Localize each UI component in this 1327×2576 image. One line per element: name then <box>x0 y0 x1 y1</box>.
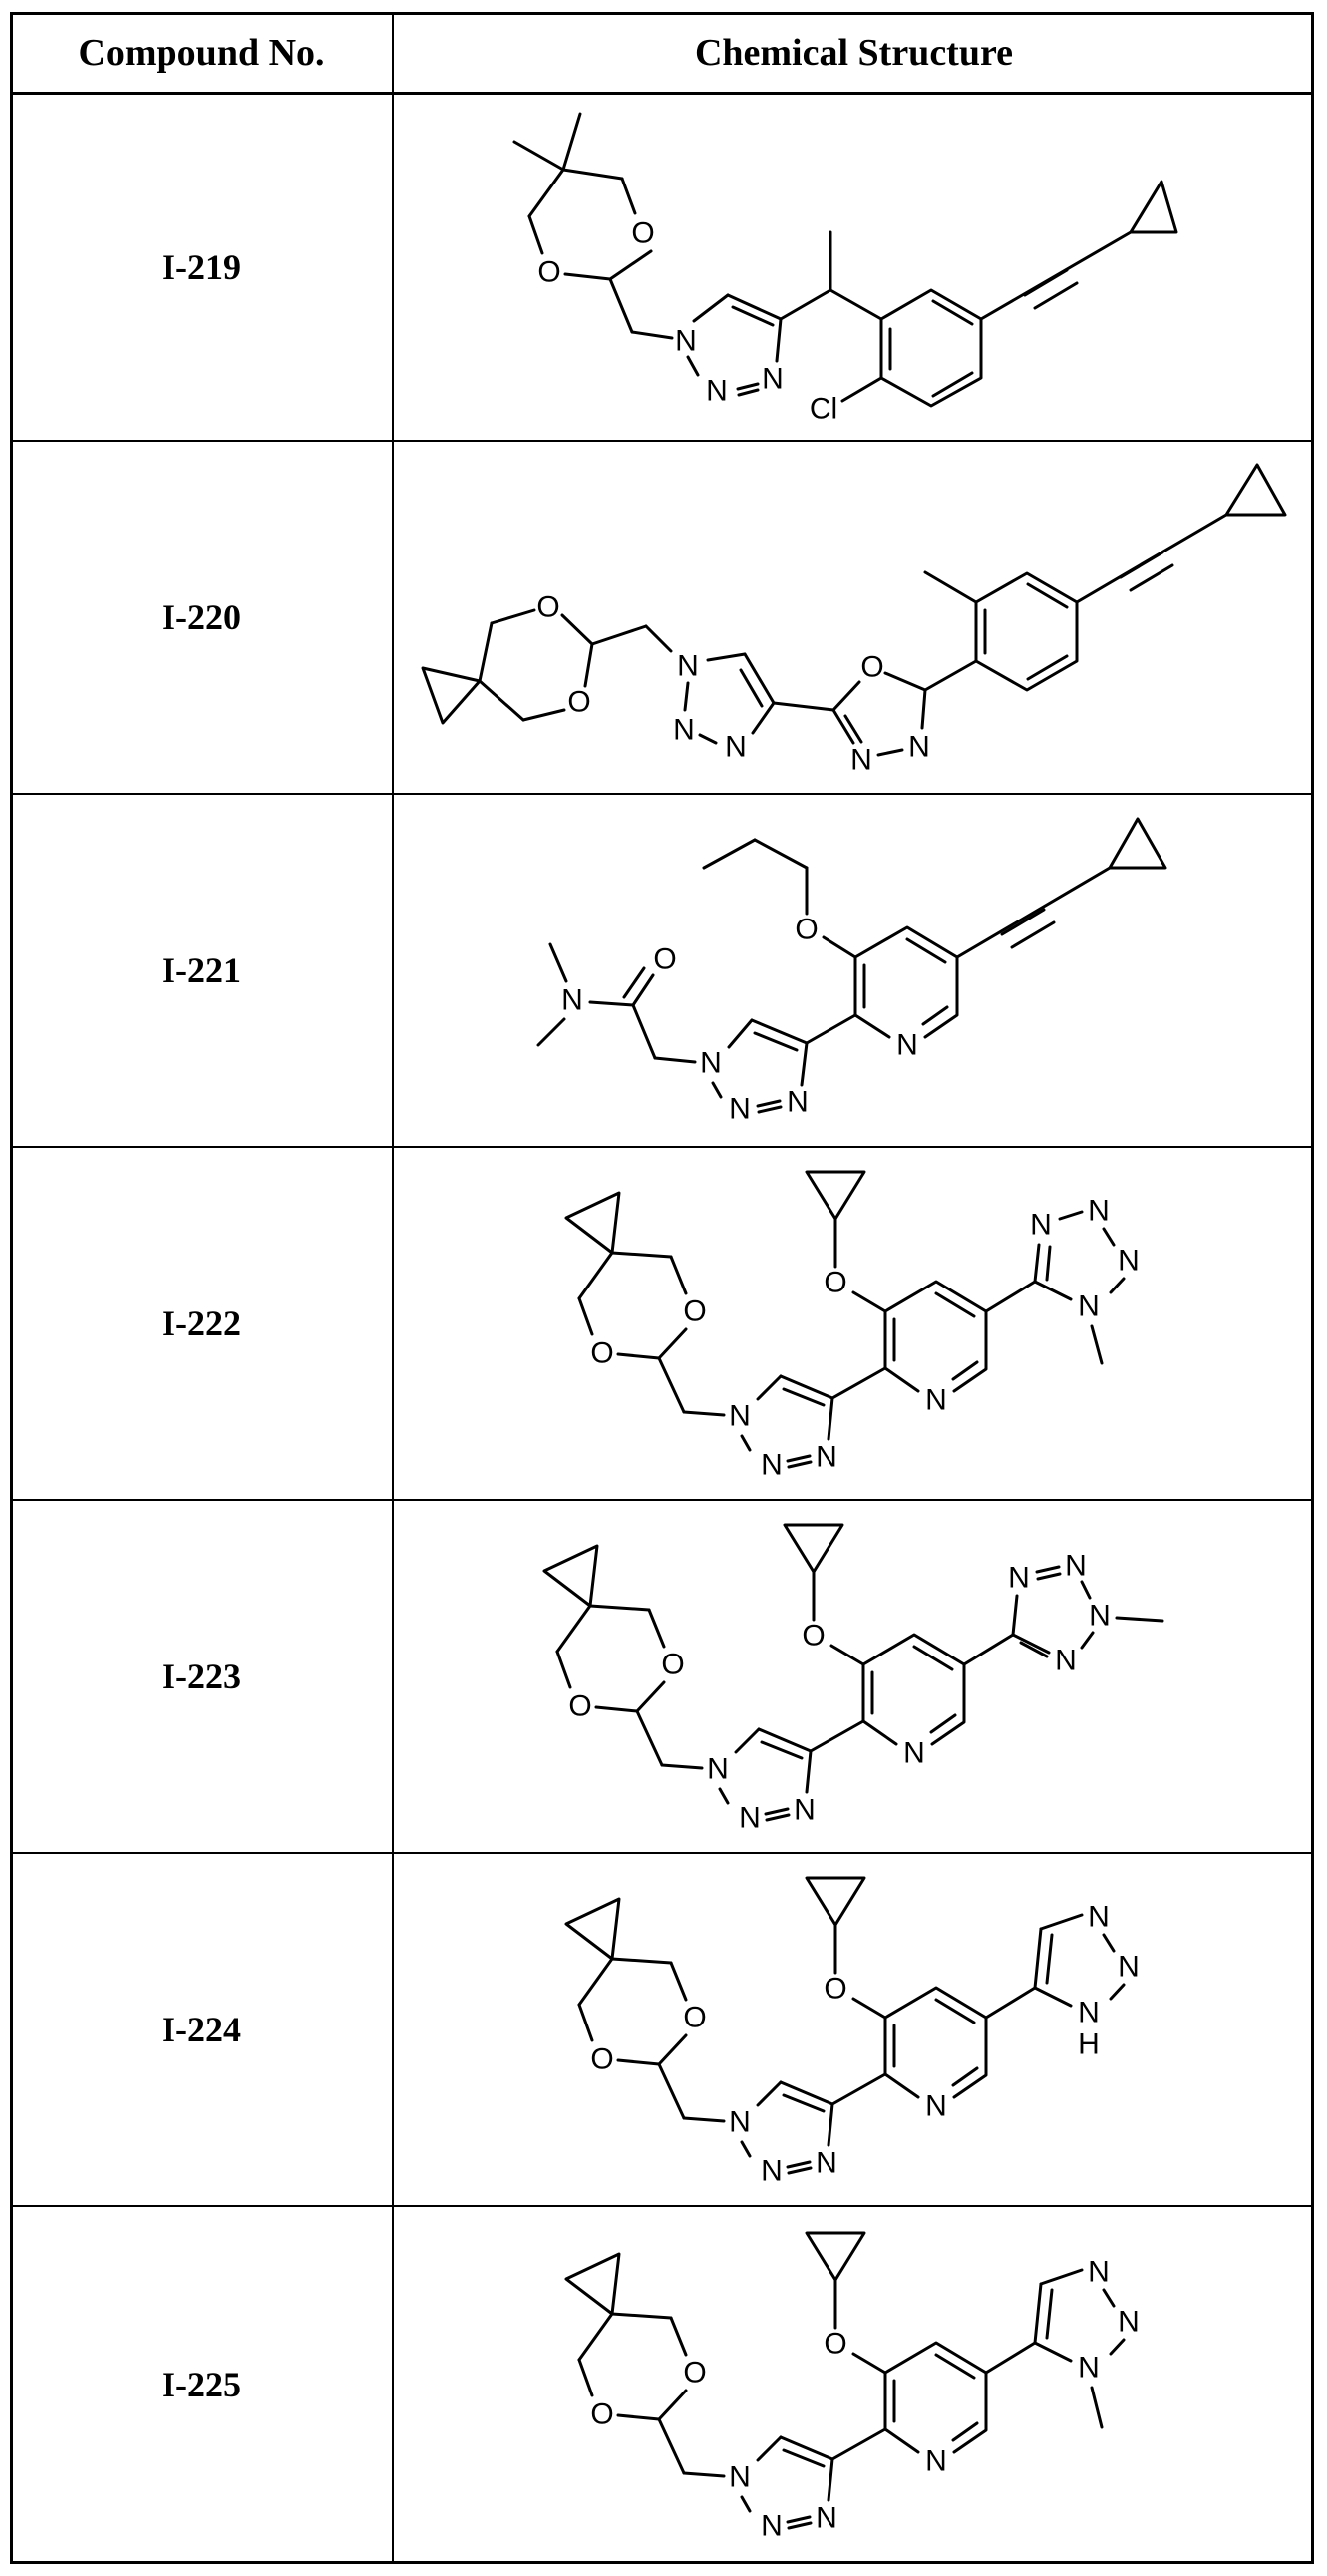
compound-id-label: I-222 <box>162 1303 241 1343</box>
header-chemical-structure: Chemical Structure <box>694 31 1014 74</box>
compound-id-label: I-219 <box>162 247 241 287</box>
compound-id-label: I-225 <box>162 2364 241 2404</box>
row-divider <box>10 2205 1314 2207</box>
header-divider <box>10 92 1314 95</box>
row-divider <box>10 1852 1314 1854</box>
compound-table <box>10 12 1314 2564</box>
compound-id-label: I-224 <box>162 2010 241 2049</box>
compound-id-label: I-223 <box>162 1656 241 1696</box>
column-divider <box>392 12 394 2564</box>
compound-id-label: I-220 <box>162 597 241 637</box>
row-divider <box>10 793 1314 795</box>
row-divider <box>10 1146 1314 1148</box>
row-divider <box>10 1499 1314 1501</box>
compound-id-label: I-221 <box>162 950 241 990</box>
header-compound-no: Compound No. <box>78 31 325 74</box>
row-divider <box>10 440 1314 442</box>
